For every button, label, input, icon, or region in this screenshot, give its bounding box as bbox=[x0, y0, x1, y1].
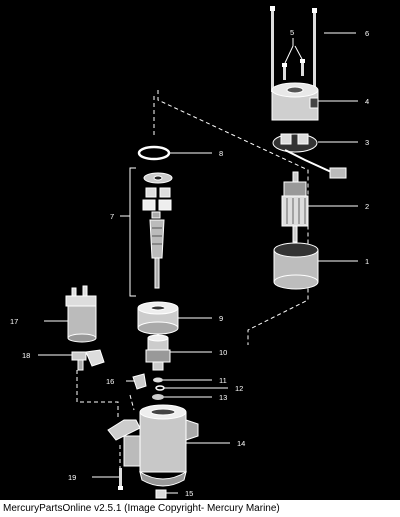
callout-17: 17 bbox=[10, 317, 18, 326]
part-9-ring-gear bbox=[137, 301, 179, 335]
part-4-end-cap bbox=[271, 82, 319, 121]
callout-2: 2 bbox=[365, 202, 369, 211]
callout-16: 16 bbox=[106, 377, 114, 386]
callout-4: 4 bbox=[365, 97, 369, 106]
callout-12: 12 bbox=[235, 384, 243, 393]
part-6-through-bolts bbox=[270, 6, 317, 92]
copyright-caption: MercuryPartsOnline v2.5.1 (Image Copyrig… bbox=[3, 503, 280, 514]
part-10-pinion-drive bbox=[145, 334, 171, 371]
part-17-solenoid bbox=[65, 285, 97, 343]
callout-7: 7 bbox=[110, 212, 114, 221]
callout-1: 1 bbox=[365, 257, 369, 266]
leader-lines bbox=[38, 32, 358, 494]
part-12-retainer bbox=[155, 385, 165, 391]
callout-8: 8 bbox=[219, 149, 223, 158]
exploded-parts-diagram: 1 2 3 4 5 6 7 8 9 10 11 12 13 14 15 16 1… bbox=[0, 0, 400, 500]
part-16-shift-lever bbox=[132, 373, 147, 390]
callout-14: 14 bbox=[237, 439, 245, 448]
callout-13: 13 bbox=[219, 393, 227, 402]
part-7-bracket bbox=[120, 167, 136, 297]
part-11-washer bbox=[153, 377, 163, 383]
part-3-brush-plate bbox=[272, 133, 347, 179]
part-5-screws bbox=[282, 45, 305, 80]
part-13-ring bbox=[152, 394, 164, 400]
callout-5: 5 bbox=[290, 28, 294, 37]
callout-10: 10 bbox=[219, 348, 227, 357]
part-18-plunger-fork bbox=[71, 349, 105, 371]
assembly-guide-lines bbox=[76, 90, 309, 486]
callout-6: 6 bbox=[365, 29, 369, 38]
part-8-o-ring bbox=[137, 145, 171, 161]
part-2-armature bbox=[281, 171, 309, 243]
callout-18: 18 bbox=[22, 351, 30, 360]
callout-15: 15 bbox=[185, 489, 193, 498]
callout-9: 9 bbox=[219, 314, 223, 323]
callout-numbers: 1 2 3 4 5 6 7 8 9 10 11 12 13 14 15 16 1… bbox=[10, 28, 369, 498]
part-7-drive-shaft-assembly bbox=[142, 172, 173, 289]
callout-11: 11 bbox=[219, 376, 227, 385]
part-1-field-frame bbox=[273, 242, 319, 290]
callout-19: 19 bbox=[68, 473, 76, 482]
part-15-bushing bbox=[155, 489, 167, 499]
part-14-drive-housing bbox=[107, 404, 199, 487]
callout-3: 3 bbox=[365, 138, 369, 147]
part-19-bolt bbox=[118, 468, 123, 490]
